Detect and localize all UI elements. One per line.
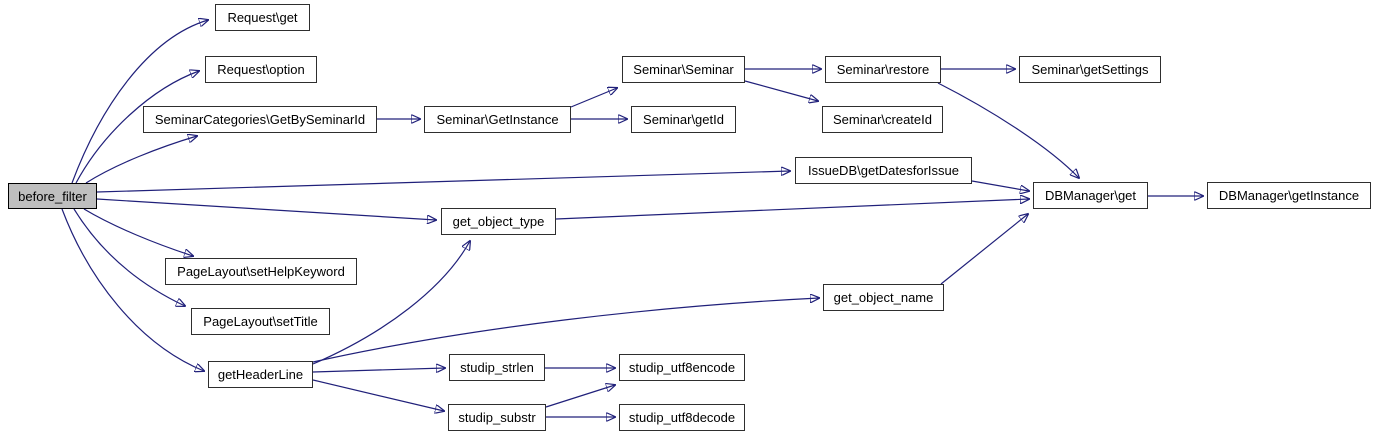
edge-before-filter-to-get-object-type xyxy=(96,198,436,220)
edge-getheaderline-to-studip-substr xyxy=(312,379,444,411)
edge-before-filter-to-request-option xyxy=(75,71,199,184)
edge-get-object-type-to-dbmanager-get xyxy=(555,199,1029,220)
edge-seminar-to-createid xyxy=(744,80,818,101)
edge-before-filter-to-getheaderline xyxy=(61,208,204,371)
node-request-get[interactable]: Request\get xyxy=(215,4,310,31)
edge-before-filter-to-issuedb xyxy=(96,171,790,193)
edge-restore-to-dbmanager-get xyxy=(937,82,1079,178)
edge-before-filter-to-sethelpkeyword xyxy=(83,208,193,256)
node-dbmanager-getinstance[interactable]: DBManager\getInstance xyxy=(1207,182,1371,209)
node-issuedb-getdatesforissue[interactable]: IssueDB\getDatesforIssue xyxy=(795,157,972,184)
node-before-filter: before_filter xyxy=(8,183,97,209)
edge-before-filter-to-request-get xyxy=(71,20,208,184)
node-seminar-getsettings[interactable]: Seminar\getSettings xyxy=(1019,56,1161,83)
node-getheaderline[interactable]: getHeaderLine xyxy=(208,361,313,388)
edge-before-filter-to-semcat xyxy=(85,136,197,184)
node-studip-utf8encode[interactable]: studip_utf8encode xyxy=(619,354,745,381)
edge-issuedb-to-dbmanager-get xyxy=(971,180,1029,191)
node-studip-strlen[interactable]: studip_strlen xyxy=(449,354,545,381)
node-seminar-getinstance[interactable]: Seminar\GetInstance xyxy=(424,106,571,133)
edge-get-object-name-to-dbmanager-get xyxy=(940,214,1028,285)
edge-getheaderline-to-studip-strlen xyxy=(312,368,445,372)
node-get-object-type[interactable]: get_object_type xyxy=(441,208,556,235)
node-seminar-restore[interactable]: Seminar\restore xyxy=(825,56,941,83)
node-seminar-getid[interactable]: Seminar\getId xyxy=(631,106,736,133)
node-pagelayout-sethelpkeyword[interactable]: PageLayout\setHelpKeyword xyxy=(165,258,357,285)
edge-getinstance-to-seminar-seminar xyxy=(570,88,617,108)
node-request-option[interactable]: Request\option xyxy=(205,56,317,83)
node-studip-substr[interactable]: studip_substr xyxy=(448,404,546,431)
edge-substr-to-utf8encode xyxy=(545,385,615,408)
node-get-object-name[interactable]: get_object_name xyxy=(823,284,944,311)
node-studip-utf8decode[interactable]: studip_utf8decode xyxy=(619,404,745,431)
node-seminar-seminar[interactable]: Seminar\Seminar xyxy=(622,56,745,83)
edge-before-filter-to-settitle xyxy=(73,208,185,306)
node-pagelayout-settitle[interactable]: PageLayout\setTitle xyxy=(191,308,330,335)
node-dbmanager-get[interactable]: DBManager\get xyxy=(1033,182,1148,209)
edge-getheaderline-to-get-object-name xyxy=(312,298,819,363)
node-seminarcategories-getbyseminarid[interactable]: SeminarCategories\GetBySeminarId xyxy=(143,106,377,133)
node-seminar-createid[interactable]: Seminar\createId xyxy=(822,106,943,133)
edge-getheaderline-to-get-object-type xyxy=(312,241,470,365)
